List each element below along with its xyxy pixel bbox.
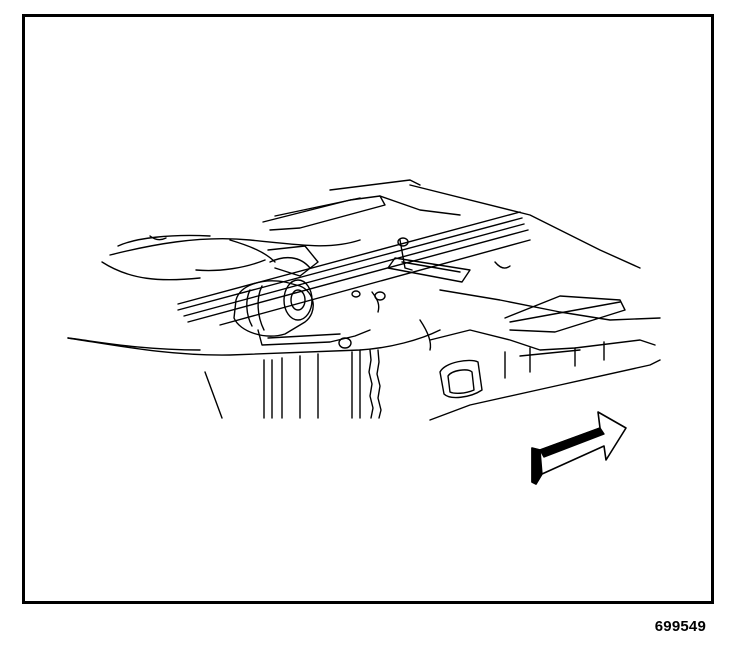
fuel-lines bbox=[178, 212, 530, 325]
illustration-frame bbox=[22, 14, 714, 604]
frame-rail bbox=[68, 320, 660, 420]
line-retainer-brackets bbox=[268, 238, 470, 282]
rear-floor-panel bbox=[263, 180, 660, 332]
floor-pan-panel bbox=[102, 235, 360, 279]
figure-id-label: 699549 bbox=[654, 618, 706, 635]
forward-arrow-icon bbox=[532, 412, 626, 484]
fuel-filter bbox=[234, 280, 313, 336]
filter-mounting-bracket bbox=[258, 291, 385, 348]
